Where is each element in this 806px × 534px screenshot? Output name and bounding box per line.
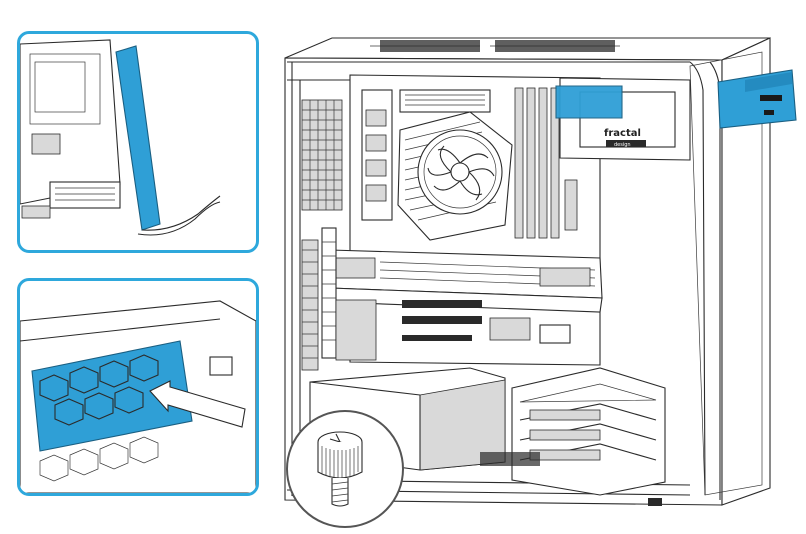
ram-slot [550, 87, 560, 239]
insertion-arrow [149, 380, 246, 428]
rear-fan-mesh [301, 99, 343, 371]
fractal-logo: fractal [604, 128, 641, 139]
top-vent [380, 40, 480, 52]
dust-filter-icon [20, 300, 256, 493]
expansion-slots [321, 227, 571, 361]
front-panel-removal-inset [17, 31, 259, 253]
top-vent [495, 40, 615, 52]
optical-drive-highlight [555, 69, 797, 129]
ram-slot [514, 87, 524, 239]
thumbscrew-callout [286, 410, 404, 528]
front-bezel-icon [20, 39, 221, 236]
cpu-cooler [397, 111, 513, 241]
hdd-cage [480, 367, 666, 496]
thumbscrew-icon [317, 431, 363, 507]
fractal-logo-subtext: design [614, 142, 631, 148]
dust-filter-insertion-inset [17, 278, 259, 496]
ram-slot [538, 87, 548, 239]
ram-slot [526, 87, 536, 239]
case-foot [648, 498, 662, 506]
